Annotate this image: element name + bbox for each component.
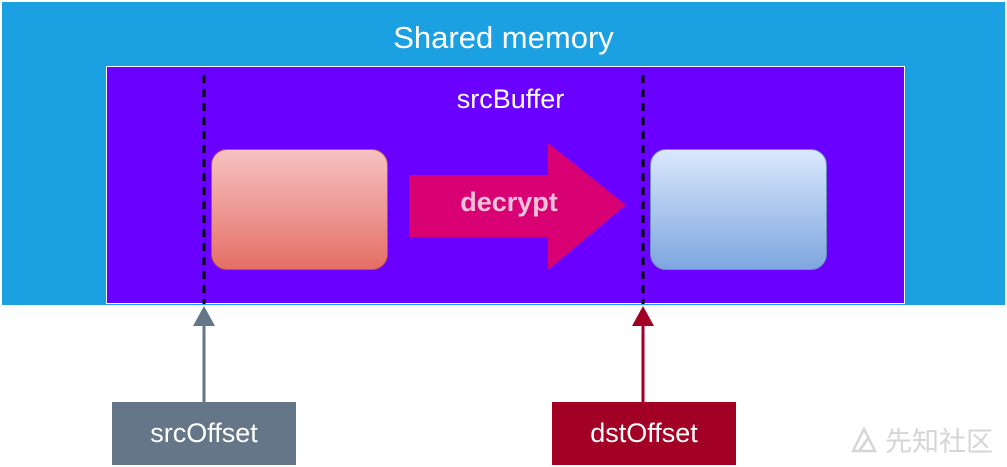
watermark-logo-icon	[850, 425, 878, 452]
watermark: 先知社区	[849, 420, 993, 459]
src-offset-box: srcOffset	[112, 402, 296, 465]
decrypt-arrow	[409, 143, 626, 270]
src-buffer-region: srcBuffer decrypt	[106, 66, 905, 304]
decrypt-label: decrypt	[460, 187, 558, 217]
dst-offset-box: dstOffset	[552, 402, 736, 465]
shared-memory-title: Shared memory	[393, 20, 614, 55]
dst-offset-label: dstOffset	[590, 418, 698, 448]
source-data-block	[211, 149, 388, 270]
shared-memory-region: Shared memory srcBuffer decrypt	[2, 2, 1005, 305]
decrypt-arrow-shape	[409, 143, 626, 270]
destination-data-block	[650, 149, 827, 270]
watermark-text: 先知社区	[885, 427, 993, 457]
src-offset-label: srcOffset	[150, 418, 258, 448]
src-offset-arrowhead	[193, 306, 215, 326]
dst-offset-arrowhead	[632, 306, 654, 326]
src-buffer-title: srcBuffer	[456, 84, 565, 114]
